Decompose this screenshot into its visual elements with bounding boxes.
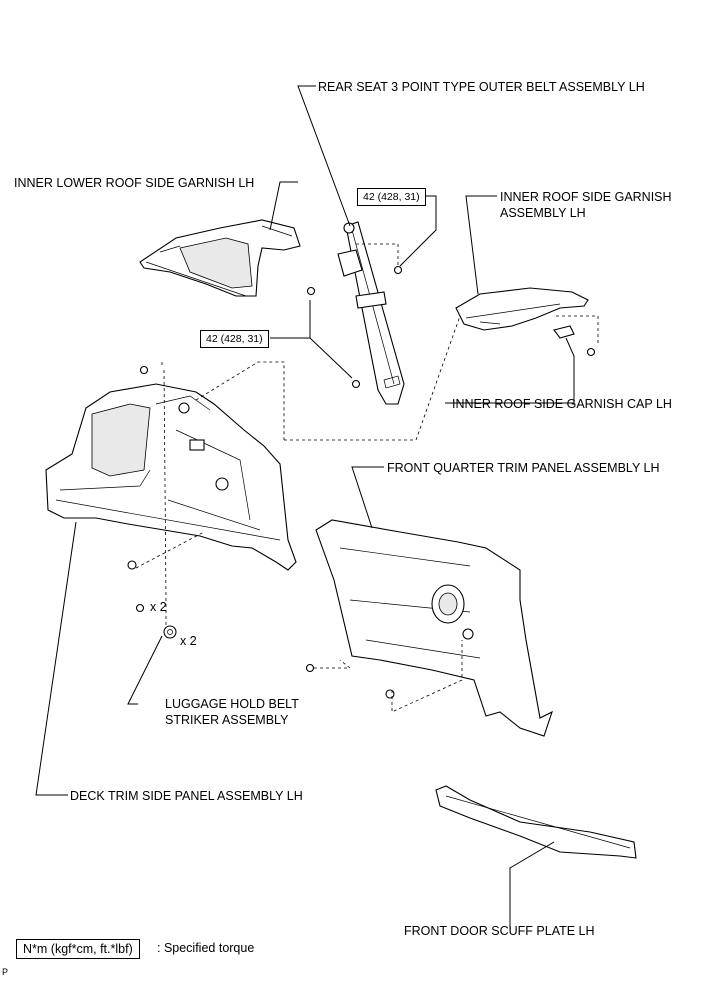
inner-roof-garnish-part bbox=[455, 287, 589, 331]
label-front-quarter-panel: FRONT QUARTER TRIM PANEL ASSEMBLY LH bbox=[387, 461, 660, 475]
label-rear-belt: REAR SEAT 3 POINT TYPE OUTER BELT ASSEMB… bbox=[318, 80, 645, 94]
label-inner-roof-garnish-line1: INNER ROOF SIDE GARNISH bbox=[500, 190, 672, 204]
torque-legend-text: : Specified torque bbox=[157, 941, 255, 955]
striker-quantity: x 2 bbox=[180, 634, 197, 648]
rear-seat-belt-part bbox=[337, 221, 405, 405]
corner-mark: P bbox=[2, 967, 9, 977]
label-luggage-striker-line1: LUGGAGE HOLD BELT bbox=[165, 697, 299, 711]
installation-lines bbox=[135, 243, 599, 713]
front-door-scuff-plate-part bbox=[435, 785, 637, 859]
torque-callout-upper: 42 (428, 31) bbox=[357, 188, 426, 206]
striker-part bbox=[163, 625, 177, 639]
clip-icon bbox=[127, 365, 149, 613]
bolt-icon bbox=[306, 265, 403, 389]
label-luggage-striker-line2: STRIKER ASSEMBLY bbox=[165, 713, 289, 727]
label-scuff-plate: FRONT DOOR SCUFF PLATE LH bbox=[404, 924, 595, 938]
inner-lower-roof-garnish-part bbox=[139, 219, 301, 297]
torque-callout-lower: 42 (428, 31) bbox=[200, 330, 269, 348]
label-inner-lower-roof-garnish: INNER LOWER ROOF SIDE GARNISH LH bbox=[14, 176, 255, 190]
torque-legend-box: N*m (kgf*cm, ft.*lbf) bbox=[16, 939, 140, 959]
label-inner-roof-garnish-line2: ASSEMBLY LH bbox=[500, 206, 586, 220]
front-quarter-trim-panel-part bbox=[315, 519, 553, 737]
label-garnish-cap: INNER ROOF SIDE GARNISH CAP LH bbox=[452, 397, 672, 411]
deck-trim-side-panel-part bbox=[45, 383, 297, 571]
garnish-cap-part bbox=[553, 325, 596, 357]
screw-icon bbox=[305, 663, 395, 699]
label-deck-trim-panel: DECK TRIM SIDE PANEL ASSEMBLY LH bbox=[70, 789, 303, 803]
bolt-quantity: x 2 bbox=[150, 600, 167, 614]
leader-lines bbox=[35, 85, 575, 930]
